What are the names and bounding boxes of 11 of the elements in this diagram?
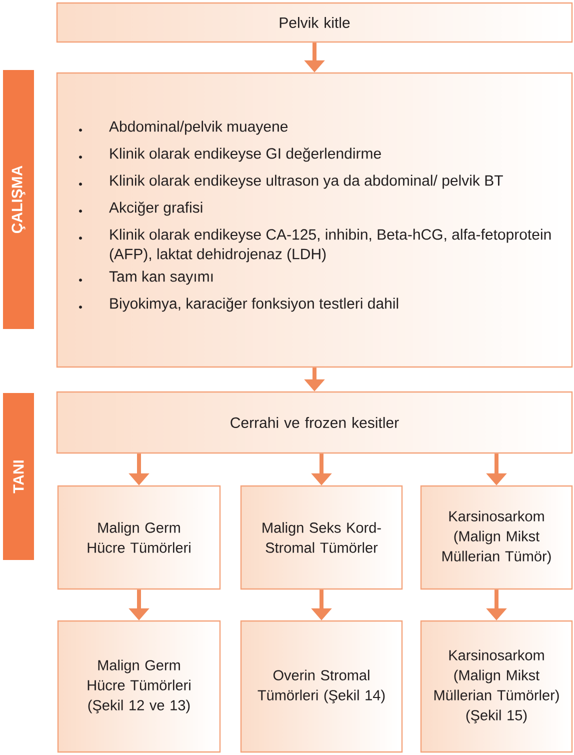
process-box: Malign Germ Hücre Tümörleri [57, 485, 221, 590]
process-box: Malign Germ Hücre Tümörleri (Şekil 12 ve 13) [57, 620, 221, 753]
list-box: Abdominal/pelvik muayene Klinik olarak endikeyse GI değerlendirme Klinik olarak endikeyse ultrason ya da abdominal/ pelvik BT Akciğer grafisi Klinik olarak endikeyse CA-125, inhibin, Beta-hCG, alfa-fetoprotein (AFP), laktat dehidrojenaz (LDH) Tam kan sayımı Biyokimya, karaciğer fonksiyon testleri dahil [56, 72, 573, 368]
process-box: Cerrahi ve frozen kesitler [56, 391, 573, 454]
process-box: Pelvik kitle [56, 2, 573, 43]
process-box: Overin Stromal Tümörleri (Şekil 14) [240, 620, 403, 753]
process-box: Malign Seks Kord-Stromal Tümörler [240, 485, 403, 590]
section-band: ÇALIŞMA [3, 70, 34, 329]
section-band: TANI [3, 393, 34, 560]
process-box: Karsinosarkom (Malign Mikst Müllerian Tümör) [420, 485, 573, 590]
process-box: Karsinosarkom (Malign Mikst Müllerian Tümörler) (Şekil 15) [420, 620, 573, 753]
